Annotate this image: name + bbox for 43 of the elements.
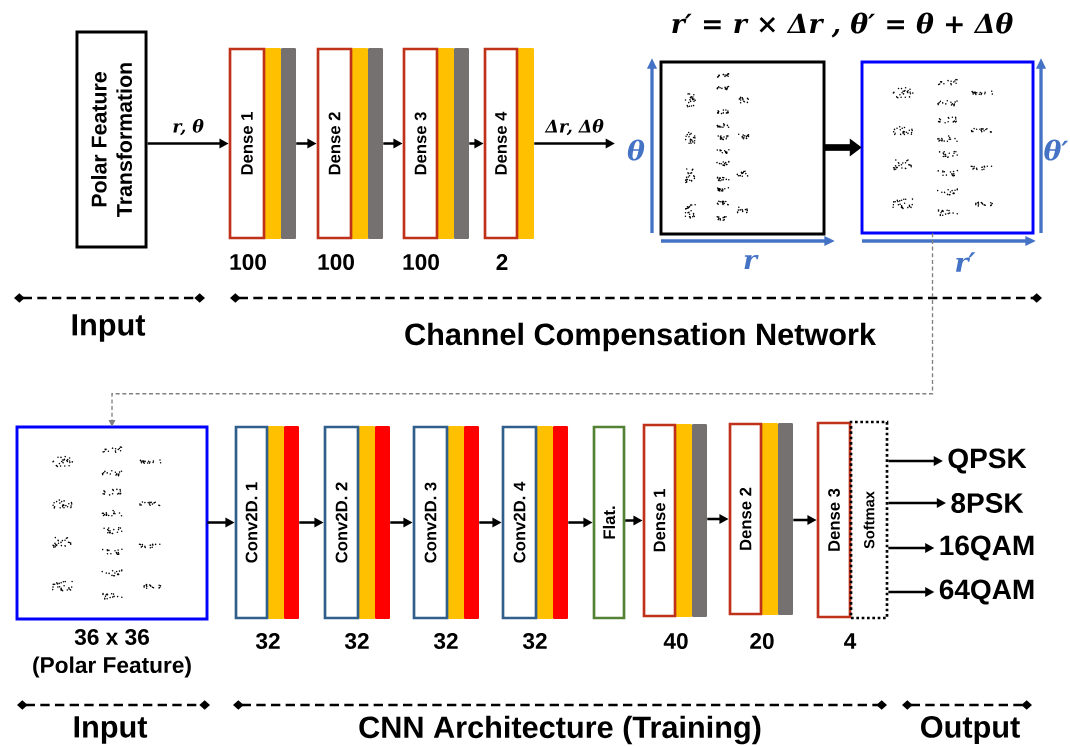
axis-label: θ <box>627 139 645 161</box>
layer-block: Dense 3 <box>816 421 852 619</box>
unit-count: 32 <box>522 632 547 650</box>
size-label: (Polar Feature) <box>33 656 191 678</box>
edge-label: r, θ <box>171 117 206 137</box>
unit-count: 40 <box>663 633 688 650</box>
layer-block: Dense 2 <box>316 47 383 240</box>
layer-block: Conv2D. 2 <box>323 425 390 620</box>
unit-count: 32 <box>344 632 369 650</box>
unit-count: 32 <box>433 632 458 650</box>
layer-block: Dense 1 <box>642 423 707 618</box>
axis-label: θ′ <box>1044 139 1069 161</box>
section-label: Input <box>74 716 148 744</box>
layer-block: Conv2D. 1 <box>234 425 299 620</box>
layer-block: Dense 4 <box>483 47 534 240</box>
unit-count: 20 <box>750 633 774 650</box>
class-label: 64QAM <box>939 579 1034 605</box>
layer-block: Dense 1 <box>228 47 296 240</box>
unit-count: 4 <box>844 633 857 649</box>
section-label: Output <box>921 716 1020 744</box>
unit-count: 100 <box>230 254 266 271</box>
layer-block: Dense 2 <box>728 422 793 616</box>
class-label: QPSK <box>948 448 1027 474</box>
section-label: CNN Architecture (Training) <box>359 715 761 745</box>
process-box: Polar Feature Transformation <box>75 30 148 249</box>
edge-label: Δr, Δθ <box>544 117 606 137</box>
layer-block: Flat. <box>592 425 626 620</box>
unit-count: 100 <box>403 254 439 271</box>
section-label: Channel Compensation Network <box>405 322 876 352</box>
unit-count: 32 <box>255 632 280 650</box>
class-label: 16QAM <box>940 535 1034 561</box>
formula-title: r′ = r × Δr , θ′ = θ + Δθ <box>672 12 1013 38</box>
layer-block: Conv2D. 4 <box>501 425 568 620</box>
size-label: 36 x 36 <box>74 628 149 646</box>
unit-count: 100 <box>318 254 354 271</box>
unit-count: 2 <box>496 254 508 270</box>
class-label: 8PSK <box>951 493 1024 513</box>
axis-label: r <box>744 254 759 270</box>
axis-label: r′ <box>956 252 976 272</box>
layer-block: Conv2D. 3 <box>412 425 479 620</box>
section-label: Input <box>72 314 146 342</box>
softmax-box: Softmax <box>849 420 889 620</box>
layer-block: Dense 3 <box>402 47 469 240</box>
